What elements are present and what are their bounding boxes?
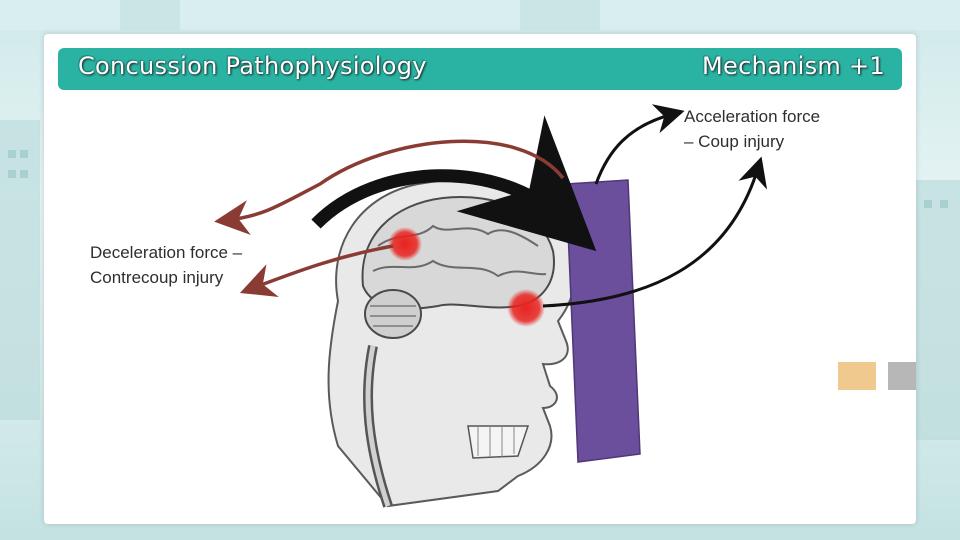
acceleration-label-line2: – Coup injury — [684, 129, 820, 154]
deceleration-label-line2: Contrecoup injury — [90, 265, 242, 290]
head-illustration — [329, 180, 577, 506]
decorative-block-orange — [838, 362, 876, 390]
acceleration-label-line1: Acceleration force — [684, 104, 820, 129]
deceleration-label: Deceleration force – Contrecoup injury — [90, 240, 242, 290]
contrecoup-injury-spot — [388, 227, 422, 261]
impact-wall — [566, 180, 640, 462]
decorative-block-grey — [888, 362, 916, 390]
slide-subtitle: Mechanism +1 — [702, 52, 885, 80]
diagram-drawing — [88, 96, 836, 514]
slide-title: Concussion Pathophysiology — [78, 52, 427, 80]
deceleration-label-line1: Deceleration force – — [90, 240, 242, 265]
coup-injury-spot — [507, 289, 545, 327]
concussion-diagram: Acceleration force – Coup injury Deceler… — [88, 96, 836, 514]
acceleration-label: Acceleration force – Coup injury — [684, 104, 820, 154]
acceleration-arrow — [596, 114, 673, 184]
